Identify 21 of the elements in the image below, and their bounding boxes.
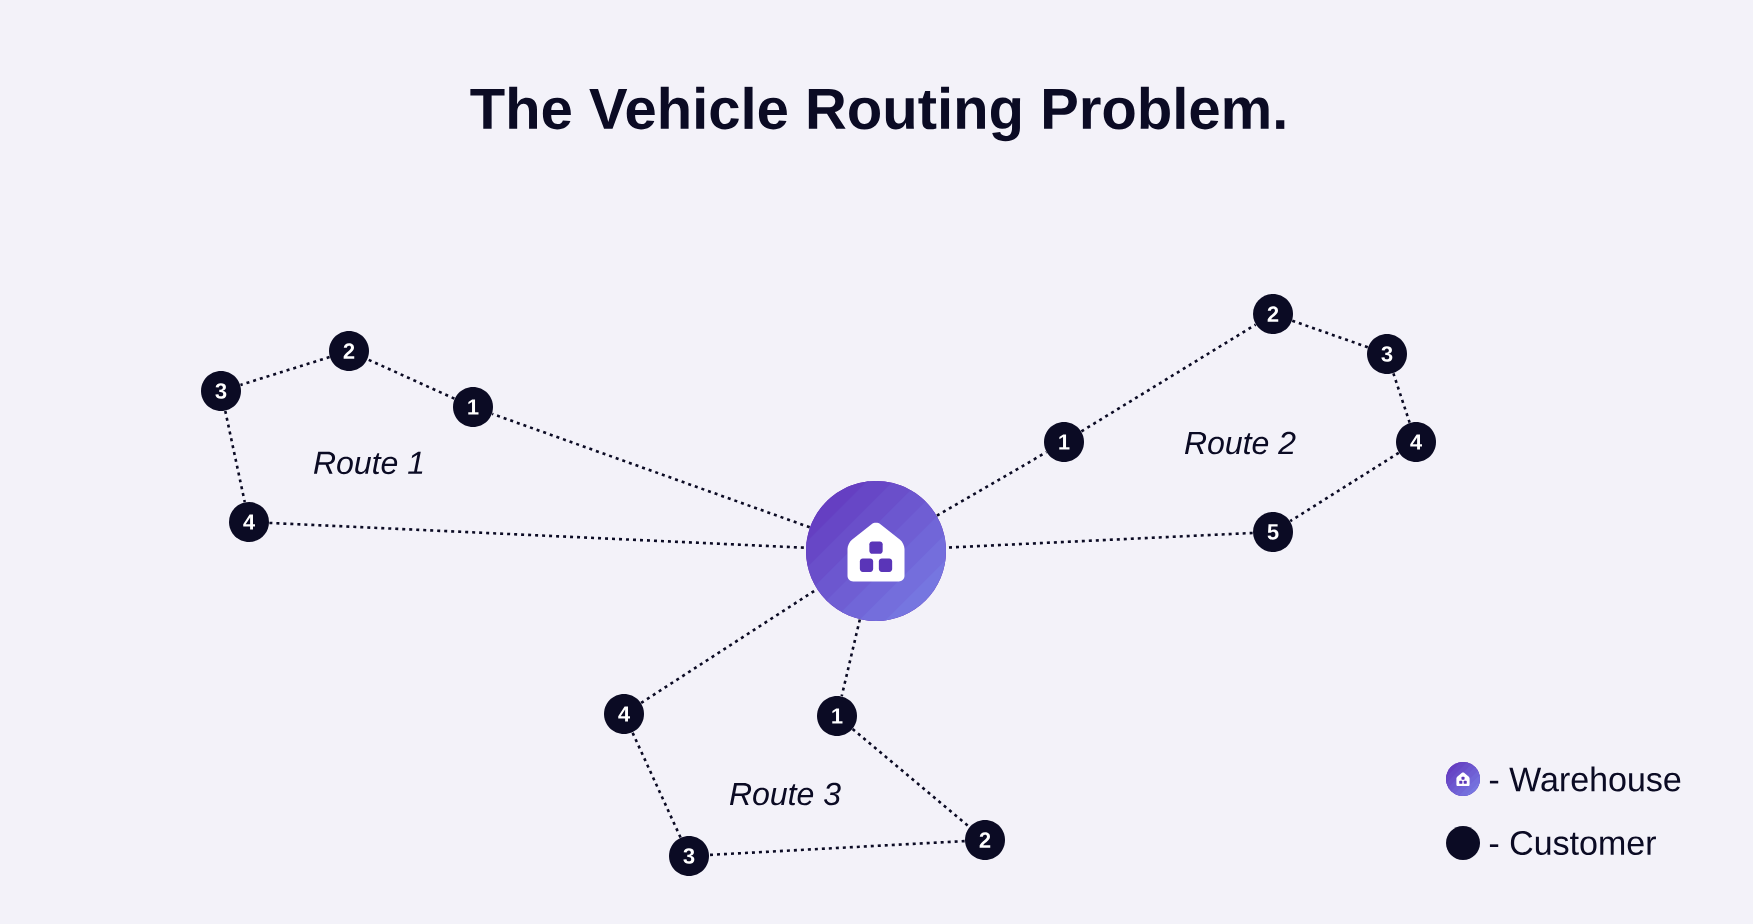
route-label: Route 1 — [313, 451, 423, 475]
route-label: Route 3 — [729, 782, 841, 806]
dotted-route-line — [1291, 319, 1369, 349]
dotted-route-line — [491, 412, 811, 529]
dotted-route-line — [367, 358, 455, 400]
dotted-route-line — [1392, 372, 1411, 424]
dotted-route-line — [840, 619, 862, 697]
route-label: Route 2 — [1184, 431, 1296, 455]
dotted-route-line — [946, 531, 1253, 549]
dotted-route-line — [269, 521, 806, 550]
dotted-route-line — [936, 451, 1047, 517]
legend-text: - Customer — [1489, 830, 1656, 856]
dotted-route-line — [224, 410, 246, 503]
dotted-route-line — [240, 355, 330, 387]
dotted-route-line — [851, 728, 971, 828]
dotted-route-line — [709, 839, 965, 857]
dotted-route-line — [631, 732, 682, 838]
dotted-route-line — [1289, 451, 1400, 523]
title: The Vehicle Routing Problem. — [470, 86, 1285, 142]
legend-text: - Warehouse — [1489, 766, 1681, 792]
dotted-route-line — [1080, 323, 1257, 433]
